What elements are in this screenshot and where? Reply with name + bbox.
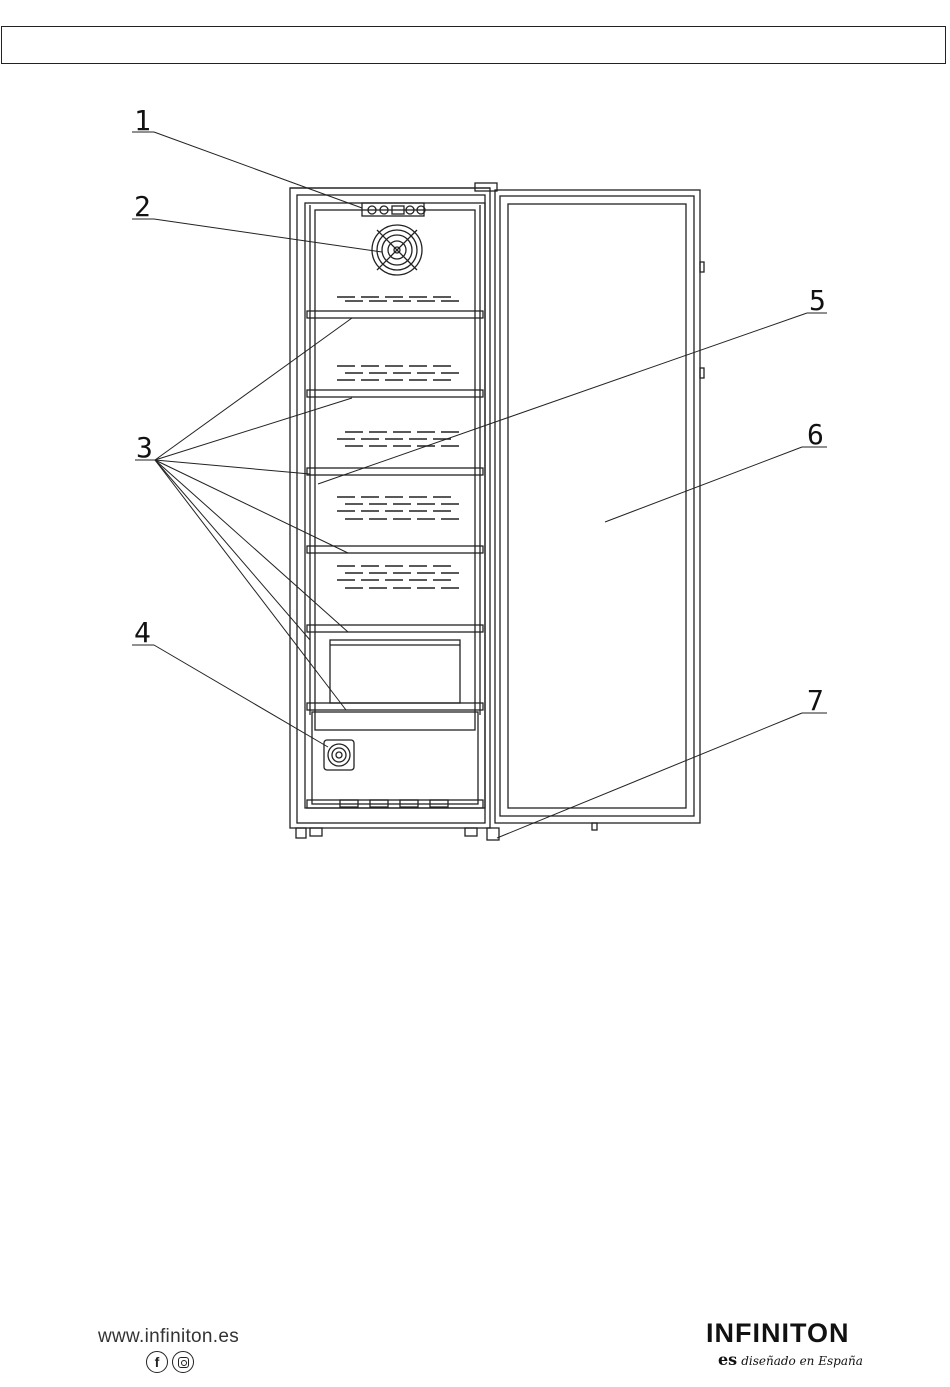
instagram-glyph [178,1357,189,1368]
callout-2: 2 [134,190,151,223]
website-link[interactable]: www.infiniton.es [98,1326,239,1348]
light-icon [324,740,354,770]
callout-7: 7 [807,684,824,717]
callout-3: 3 [136,431,153,464]
door [495,190,704,830]
callout-1: 1 [134,104,151,137]
bottom-compartment [307,640,483,808]
shelf [307,703,483,710]
callout-5: 5 [809,284,826,317]
shelf [307,311,483,318]
shelf [307,546,483,553]
brand-tagline: es diseñado en España [718,1350,863,1369]
back-panel [315,210,475,730]
brand-tag-mark: es [718,1350,737,1369]
brand-tagline-text: diseñado en España [741,1354,863,1368]
vent-slots [337,297,459,588]
facebook-icon[interactable]: f [146,1351,168,1373]
cabinet [290,183,497,828]
shelf [307,625,483,632]
shelf [307,390,483,397]
fan-icon [372,225,422,275]
callout-4: 4 [134,616,151,649]
callout-6: 6 [807,418,824,451]
shelf [307,468,483,475]
feet [296,828,499,840]
brand-logo: INFINITON [706,1318,850,1349]
instagram-icon[interactable] [172,1351,194,1373]
social-links: f [146,1351,194,1373]
